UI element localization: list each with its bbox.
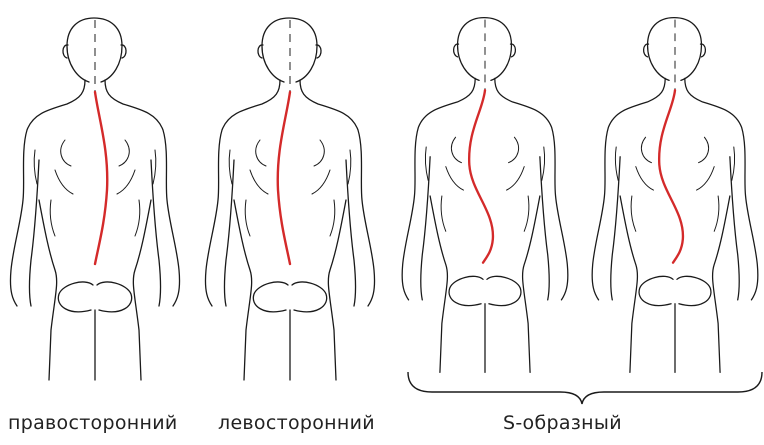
waist-left — [620, 196, 637, 372]
arm-left-inner — [30, 160, 40, 306]
waist-right — [133, 200, 151, 380]
torso-left-outline — [592, 78, 665, 299]
buttock-left — [253, 282, 288, 312]
buttock-left — [58, 282, 93, 312]
torso-right-outline — [300, 80, 375, 306]
buttock-right — [677, 276, 711, 305]
label-s-shaped: S-образный — [503, 412, 622, 434]
waist-right — [523, 196, 540, 372]
arm-right-inner — [730, 157, 739, 300]
label-right-sided: правосторонний — [8, 412, 178, 434]
arm-left-inner — [611, 157, 620, 300]
buttock-right — [97, 282, 132, 312]
spine-curve — [278, 92, 290, 264]
scapula-left — [636, 137, 654, 190]
scapula-right — [117, 140, 135, 194]
label-left-sided: левосторонний — [218, 412, 375, 434]
scapula-left — [446, 137, 464, 190]
waist-left — [430, 196, 447, 372]
buttock-right — [487, 276, 521, 305]
scapula-right — [312, 140, 330, 194]
arm-right-inner — [346, 160, 356, 306]
waist-right — [328, 200, 346, 380]
torso-right-outline — [105, 80, 180, 306]
scapula-right — [697, 137, 715, 190]
arm-right-inner — [540, 157, 549, 300]
arm-left-inner — [225, 160, 235, 306]
torso-left-outline — [402, 78, 475, 299]
torso-right-outline — [685, 78, 758, 299]
spine-curve — [469, 90, 493, 262]
figure-s-shaped-2 — [592, 18, 758, 373]
waist-right — [713, 196, 730, 372]
figures-layer — [10, 18, 757, 380]
buttock-left — [639, 276, 673, 305]
scapula-left — [250, 140, 268, 194]
arm-right-inner — [151, 160, 161, 306]
scapula-right — [507, 137, 525, 190]
waist-left — [234, 200, 252, 380]
figure-s-shaped-1 — [402, 18, 568, 373]
torso-left-outline — [205, 80, 280, 306]
s-shaped-brace — [408, 372, 762, 404]
spine-curve — [659, 90, 683, 262]
spine-curve — [95, 92, 107, 264]
arm-left-inner — [421, 157, 430, 300]
buttock-left — [449, 276, 483, 305]
figure-left-sided — [205, 18, 374, 380]
torso-left-outline — [10, 80, 85, 306]
buttock-right — [292, 282, 327, 312]
waist-left — [39, 200, 57, 380]
scapula-left — [55, 140, 73, 194]
torso-right-outline — [495, 78, 568, 299]
figure-right-sided — [10, 18, 179, 380]
